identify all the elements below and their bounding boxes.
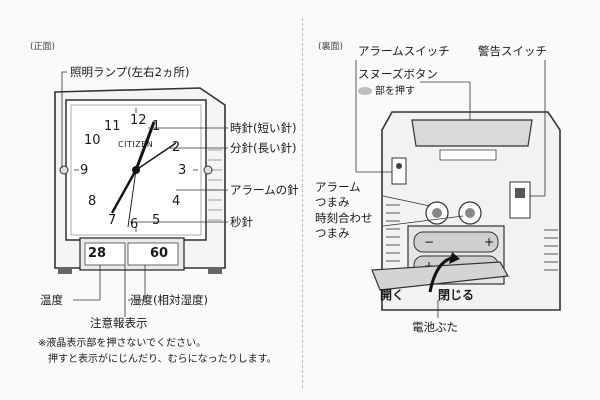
dial-number-1: 1 xyxy=(152,119,161,134)
back-section-label: (裏面) xyxy=(318,42,344,52)
dial-number-10: 10 xyxy=(84,133,101,148)
svg-text:−: − xyxy=(424,235,434,249)
lcd-note-line1: ※液晶表示部を押さないでください。 xyxy=(38,338,207,349)
time-knob-label-2: つまみ xyxy=(315,226,350,240)
temperature-label: 温度 xyxy=(40,293,63,307)
light-lamp-label: 照明ランプ(左右2ヵ所) xyxy=(70,65,190,79)
time-knob-label-1: 時刻合わせ xyxy=(315,211,373,225)
alarm-knob-label-1: アラーム xyxy=(315,180,361,194)
dial-number-7: 7 xyxy=(108,213,117,228)
snooze-sub-label: 部を押す xyxy=(358,85,415,99)
dial-number-11: 11 xyxy=(104,119,121,134)
second-hand-label: 秒針 xyxy=(230,215,253,229)
snooze-press-area-icon xyxy=(358,87,372,95)
lcd-note-line2: 押すと表示がにじんだり、むらになったりします。 xyxy=(48,354,277,365)
dial-number-4: 4 xyxy=(172,194,181,209)
alarm-switch-label: アラームスイッチ xyxy=(358,44,450,58)
alarm-hand-line xyxy=(135,142,177,171)
section-divider xyxy=(302,18,303,388)
caution-label: 注意報表示 xyxy=(90,316,148,330)
svg-text:+: + xyxy=(484,235,494,249)
dial-number-9: 9 xyxy=(80,163,89,178)
dial-number-2: 2 xyxy=(172,140,181,155)
dial-number-3: 3 xyxy=(178,163,187,178)
battery-cover-label: 電池ぶた xyxy=(412,320,458,334)
hour-hand-label: 時針(短い針) xyxy=(230,121,297,135)
front-section-label: (正面) xyxy=(30,42,56,52)
dial-number-6: 6 xyxy=(130,217,139,232)
alarm-hand-label: アラームの針 xyxy=(230,183,299,197)
open-label: 開く xyxy=(380,288,405,302)
snooze-button-label: スヌーズボタン xyxy=(358,67,438,81)
dial-number-8: 8 xyxy=(88,194,97,209)
alarm-knob-label-2: つまみ xyxy=(315,195,350,209)
brand-logo: CITIZEN xyxy=(118,140,154,149)
dial-number-5: 5 xyxy=(152,213,161,228)
dial-number-12: 12 xyxy=(130,113,147,128)
lcd-humidity: 60 xyxy=(150,246,169,261)
warning-switch-label: 警告スイッチ xyxy=(478,44,547,58)
lcd-temperature: 28 xyxy=(88,246,107,261)
humidity-label: 湿度(相対湿度) xyxy=(130,293,208,307)
snooze-sub-text: 部を押す xyxy=(375,86,415,97)
close-label: 閉じる xyxy=(438,288,475,302)
minute-hand-label: 分針(長い針) xyxy=(230,141,297,155)
